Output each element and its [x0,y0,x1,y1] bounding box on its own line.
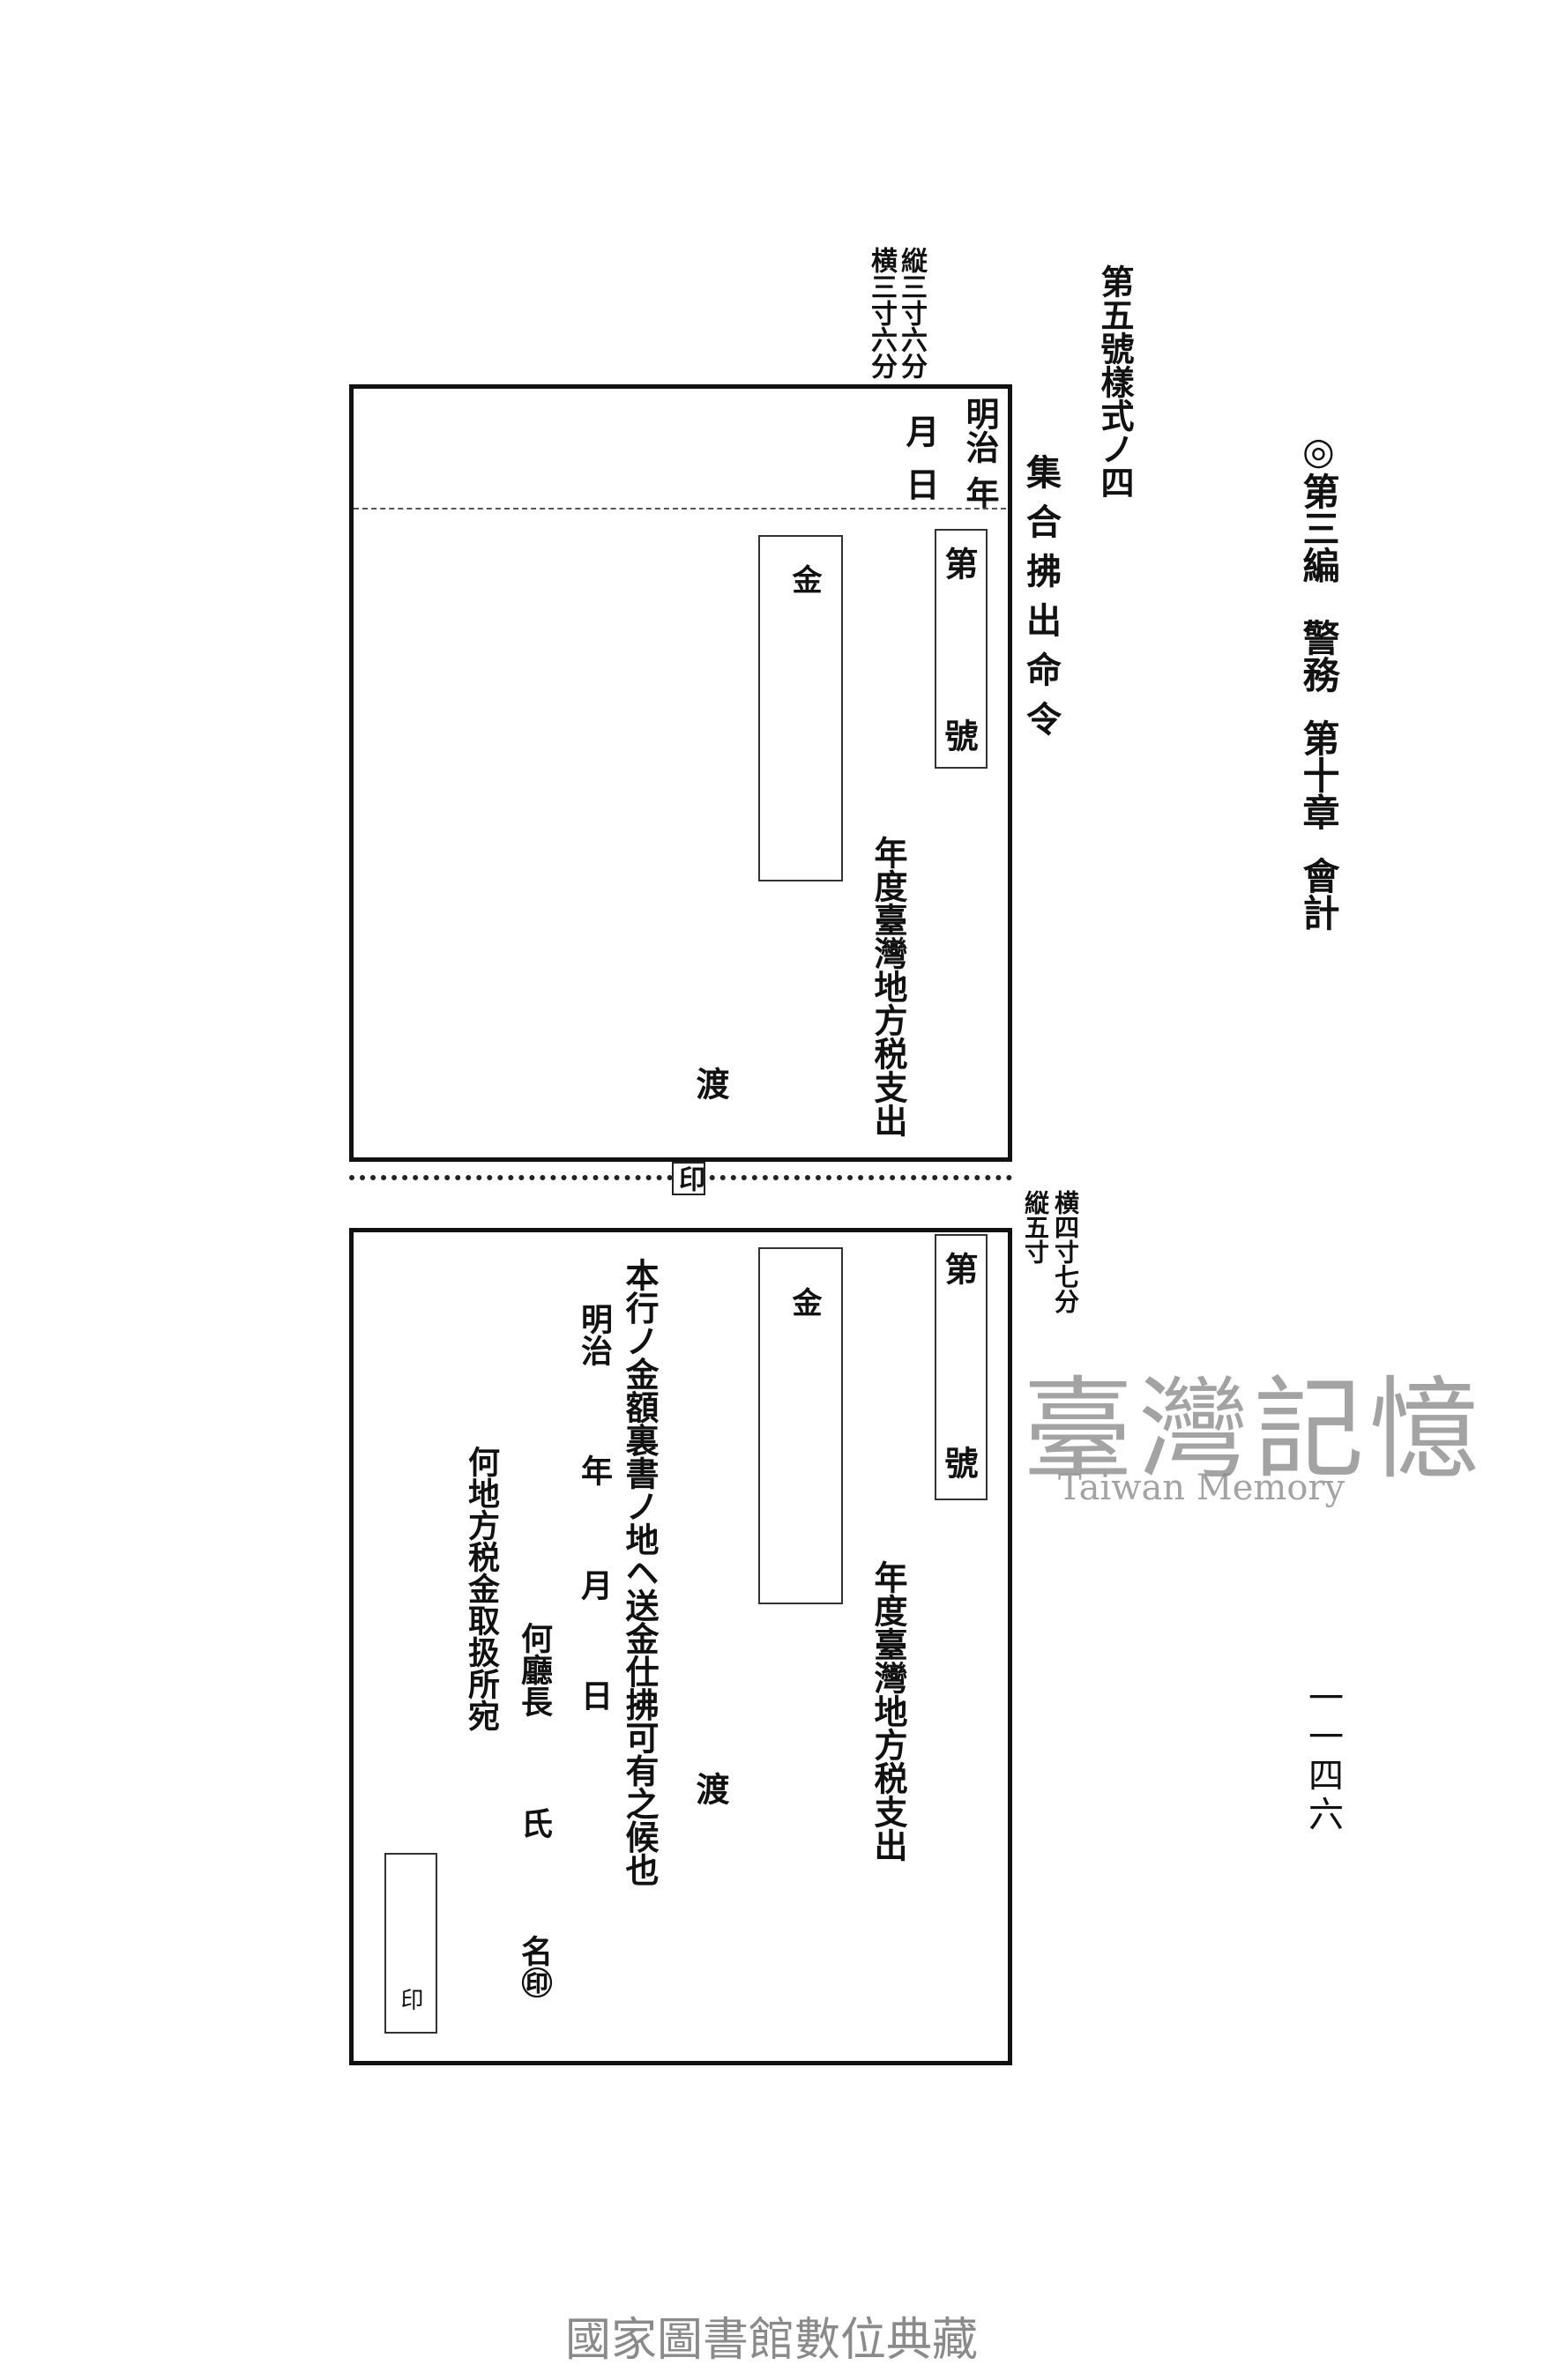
bottom-form-day: 日 [576,1679,613,1711]
header-chapter: 第十章 [1297,719,1340,830]
bottom-form-frame [349,1228,1012,2065]
bottom-form-dims-2: 縦五寸 [1021,1190,1050,1264]
top-form-frame [349,384,1012,1162]
form-title: 第五號樣式ノ四 [1095,264,1135,499]
header-part: 第三編 [1297,472,1340,584]
top-form-number-prefix: 第 [939,547,979,580]
bottom-form-seal-box-label: 印 [397,1988,423,2011]
bottom-form-number-prefix: 第 [939,1252,979,1285]
bottom-form-era: 明治 [576,1303,613,1366]
bottom-form-amount-box [758,1247,843,1604]
running-header: ◎第三編警務第十章會計 [1297,429,1340,931]
top-form-deliver: 渡 [690,1067,730,1100]
top-form-era: 明治 [960,397,1000,464]
page-number: 一一四六 [1302,1679,1343,1834]
top-form-dims-1: 縦三寸六分 [896,247,927,379]
bottom-form-deliver: 渡 [690,1772,730,1805]
top-form-day: 日 [900,467,940,501]
top-form-amount-label: 金 [786,564,822,594]
top-form-amount-box [758,535,843,881]
watermark-english: Taiwan Memory [1058,1468,1345,1508]
bottom-form-number-suffix: 號 [939,1446,979,1479]
bottom-form-month: 月 [576,1569,613,1601]
top-form-number-box [935,529,988,769]
bottom-form-addressee: 何地方税金取扱所宛 [463,1446,500,1731]
watermark-chinese: 臺灣記憶 [1023,1366,1485,1494]
bottom-form-amount-label: 金 [786,1287,822,1317]
header-section: 警務 [1297,619,1340,693]
bottom-form-name-seal: 名㊞ [516,1935,553,1998]
bottom-form-dims-1: 横四寸七分 [1051,1190,1080,1313]
bottom-form-budget-line: 年度臺灣地方税支出 [868,1560,908,1862]
top-form-dims-2: 横三寸六分 [866,247,897,379]
top-form-dashed-divider [354,508,1006,509]
bottom-form-seal-box [384,1853,437,2034]
top-form-heading: 集合拂出命令 [1020,454,1062,750]
top-form-month: 月 [900,414,940,448]
bottom-form-number-box [935,1234,988,1500]
bottom-form-year: 年 [576,1454,613,1486]
perforation-seal: 印 [672,1162,705,1195]
bottom-form-issuer: 何廳長 [516,1622,553,1717]
header-topic: 會計 [1297,857,1340,931]
footer-archive-label: 國家圖書館數位典藏 [565,2314,979,2367]
top-form-budget-line: 年度臺灣地方税支出 [868,836,908,1137]
top-form-number-suffix: 號 [939,718,979,752]
header-mark: ◎ [1297,429,1340,472]
bottom-form-surname: 氏 [516,1807,553,1839]
top-form-year: 年 [960,476,1000,509]
bottom-form-instruction: 本行ノ金額裏書ノ地ヘ送金仕拂可有之候也 [620,1258,660,1886]
